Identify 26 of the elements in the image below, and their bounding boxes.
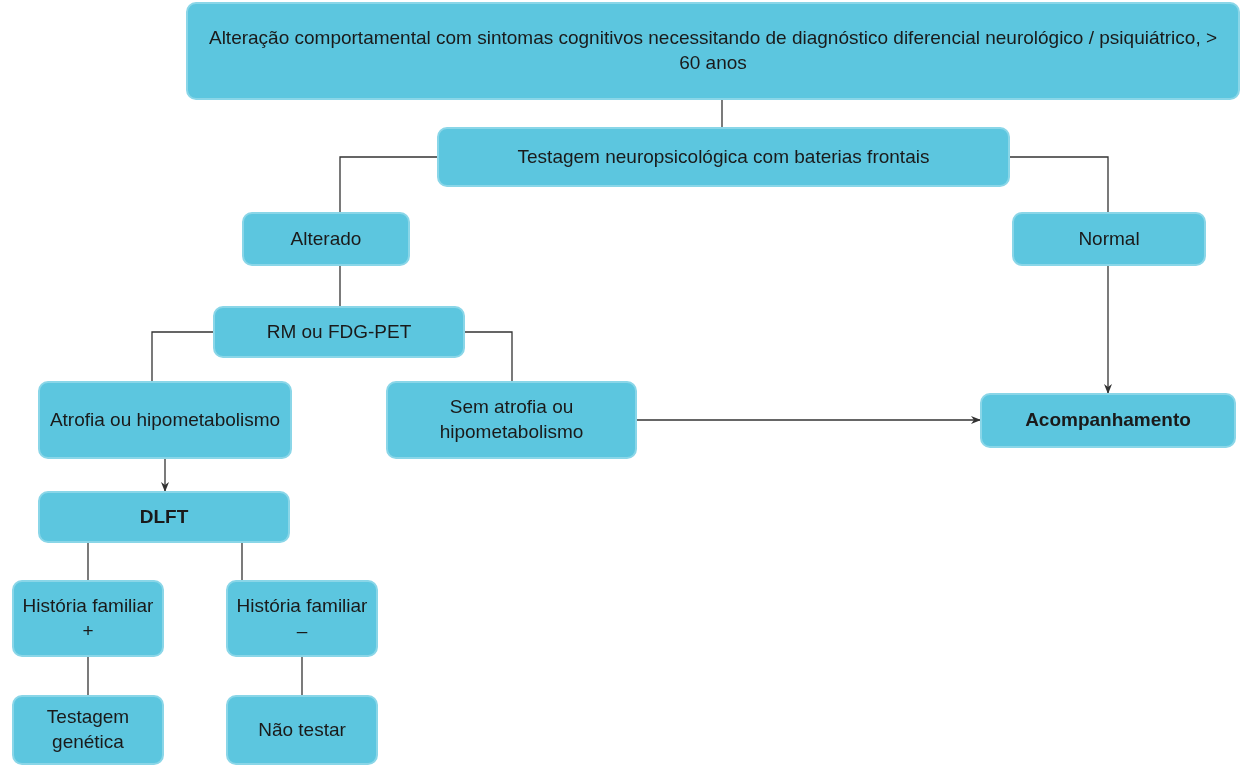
process-box: História familiar – [226, 580, 378, 657]
connector-line [241, 542, 243, 581]
process-box: Testagem neuropsicológica com baterias frontais [437, 127, 1010, 187]
process-box: RM ou FDG-PET [213, 306, 465, 358]
connector-line [87, 542, 89, 581]
process-box: Testagem genética [12, 695, 164, 765]
process-box: DLFT [38, 491, 290, 543]
arrow [1104, 265, 1112, 394]
process-box: Alterado [242, 212, 410, 266]
arrow [636, 416, 981, 424]
connector-line [301, 656, 303, 696]
connector-line [721, 99, 723, 128]
connector-line [339, 265, 341, 307]
connector-line [151, 331, 214, 382]
arrow [161, 458, 169, 492]
process-box: Sem atrofia ou hipometabolismo [386, 381, 637, 459]
process-box: Não testar [226, 695, 378, 765]
connector-line [1009, 156, 1109, 213]
connector-line [464, 331, 513, 382]
process-box: Atrofia ou hipometabolismo [38, 381, 292, 459]
process-box: Acompanhamento [980, 393, 1236, 448]
connector-line [339, 156, 438, 213]
process-box: Normal [1012, 212, 1206, 266]
process-box: Alteração comportamental com sintomas cognitivos necessitando de diagnóstico diferencial neurológico / psiquiátrico, > 60 anos [186, 2, 1240, 100]
process-box: História familiar + [12, 580, 164, 657]
connector-line [87, 656, 89, 696]
